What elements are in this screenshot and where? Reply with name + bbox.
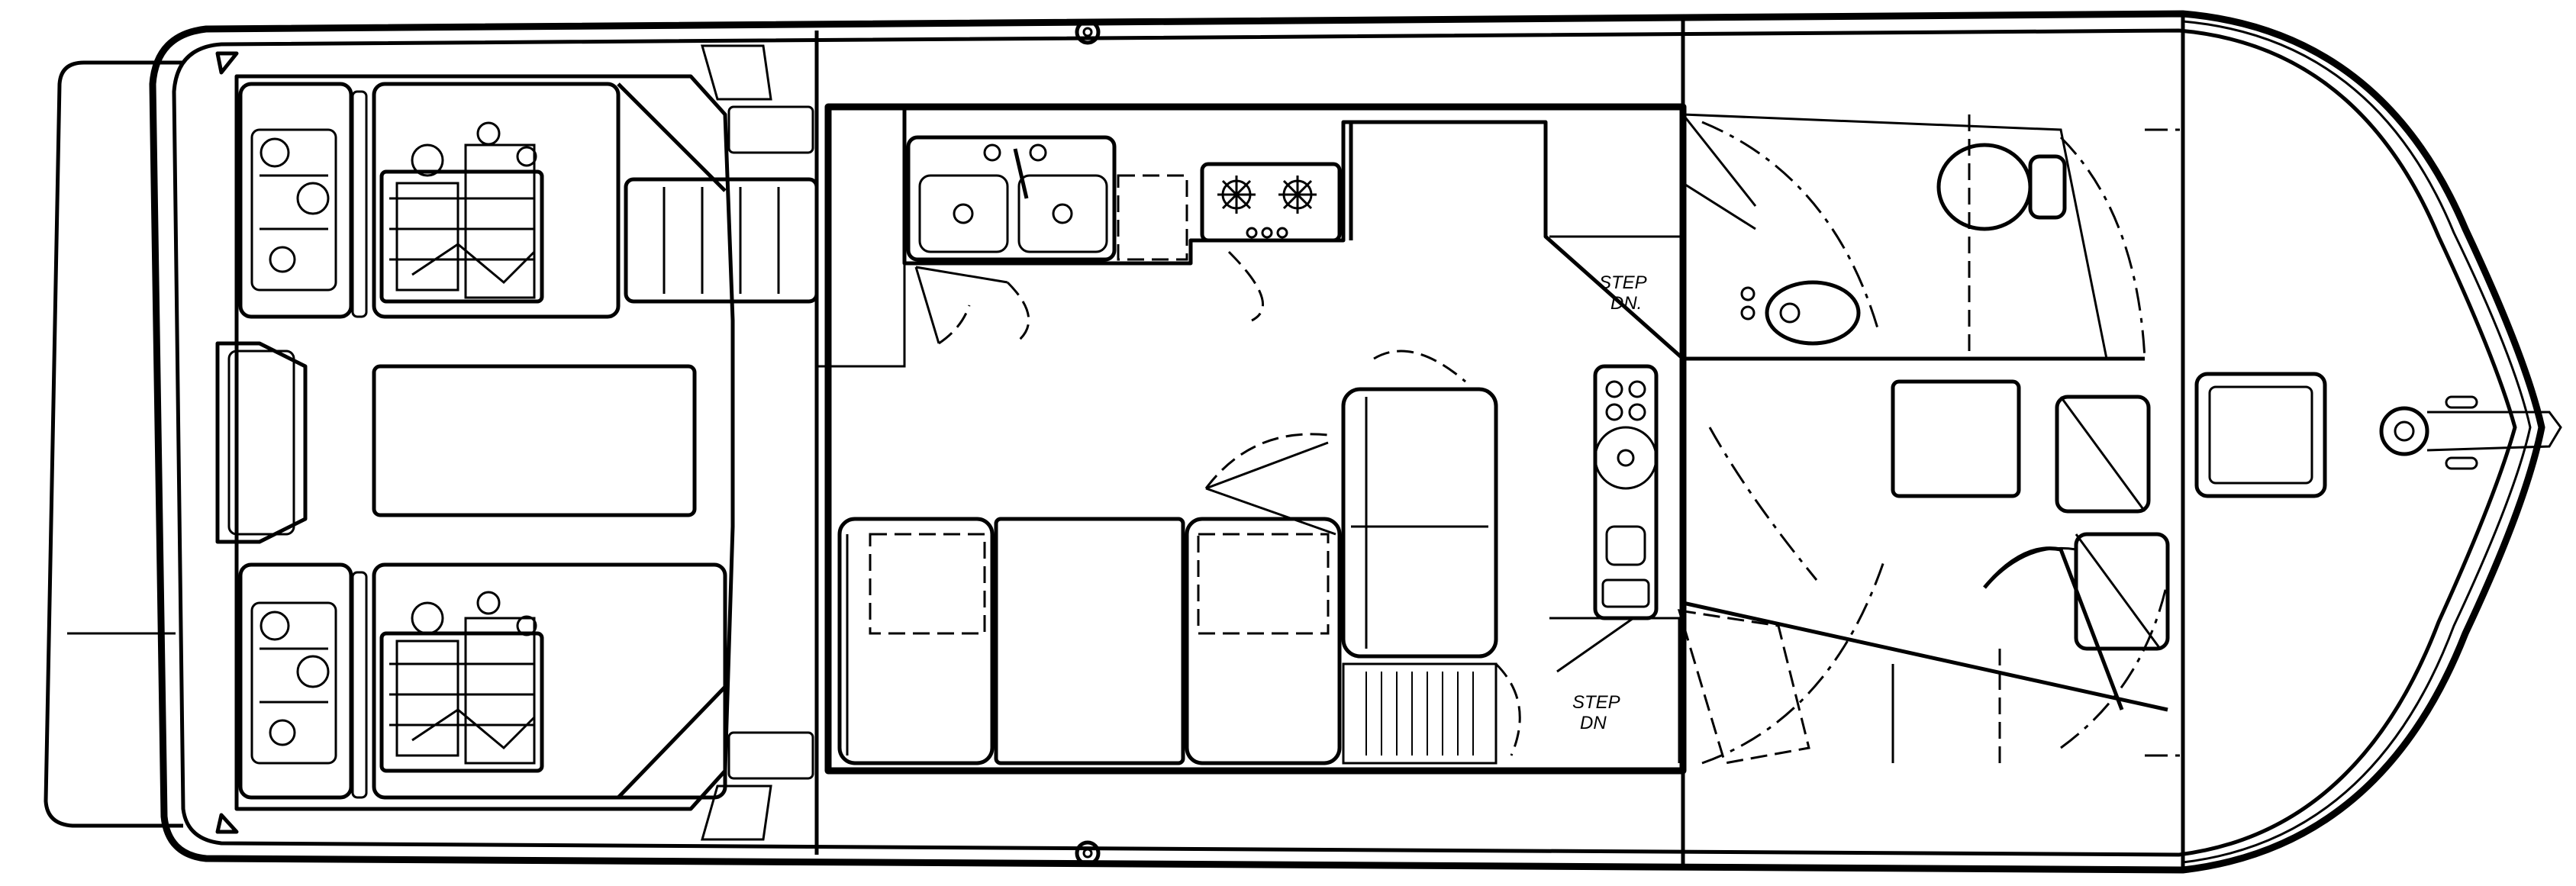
settee [837,517,995,765]
stove-icon [1200,162,1342,243]
forward-cabin [1677,113,2183,765]
lounge-seat [1341,387,1498,659]
step-down-label: DN [1580,713,1607,733]
step-down-label: STEP [1572,692,1620,713]
cleat-icon [1075,840,1101,866]
step-down-label: STEP [1599,272,1647,293]
v-berth-hatch [1891,379,2021,498]
engine-room [215,74,735,811]
anchor-roller-icon [2379,395,2562,470]
hull [44,10,2562,874]
pillow [2055,395,2151,514]
vanity-sink-icon [1740,280,1861,346]
center-hatch [372,364,697,517]
cleat-icon [1075,19,1101,45]
helm-wheel-icon [1594,426,1658,490]
toilet-icon [1936,143,2067,231]
port-engine-hatch [238,82,353,319]
step-down-label: DN. [1610,293,1642,314]
forward-hatch [2194,372,2327,498]
helm-console [1593,364,1659,620]
galley-sink-icon [906,135,1117,262]
stbd-engine-hatch [238,562,353,800]
swim-platform [44,60,183,828]
port-engine-icon [250,121,544,304]
salon: STEP DN. STEP DN [814,15,2185,870]
companionway-stairs [624,44,819,841]
stbd-engine-icon [250,591,544,773]
pillow [2074,532,2170,651]
